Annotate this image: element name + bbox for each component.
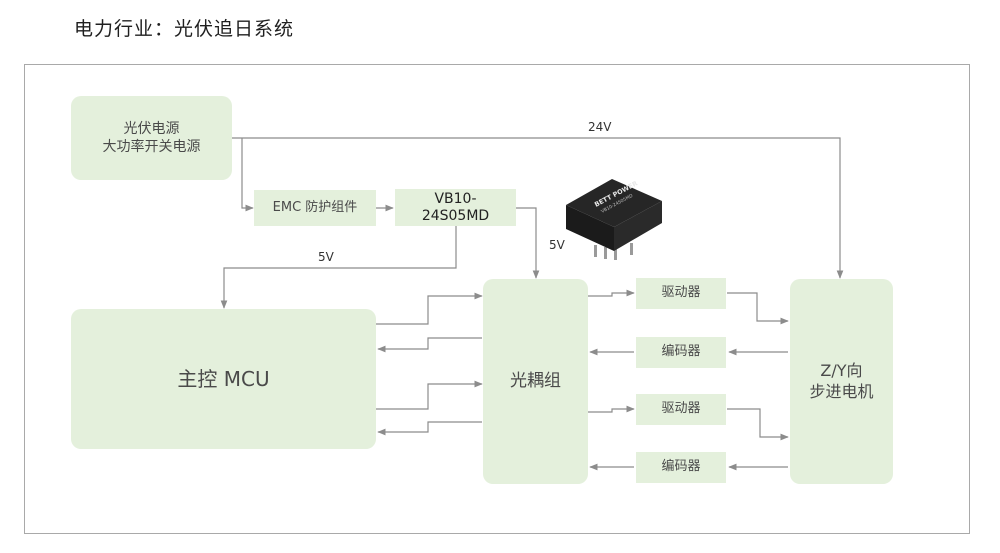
optocoupler-block: 光耦组 [483, 279, 588, 484]
label-5v-right: 5V [549, 238, 565, 252]
line-opto-to-mcu-2 [377, 421, 482, 436]
pv-supply-line2: 大功率开关电源 [102, 139, 201, 155]
vb-line1: VB10- [434, 191, 477, 208]
encoder-1-label: 编码器 [661, 344, 701, 360]
line-opto-to-mcu-1 [377, 337, 482, 353]
line-opto-to-driver-1 [588, 289, 635, 297]
line-24v [232, 137, 844, 279]
mcu-label: 主控 MCU [177, 367, 270, 391]
emc-label: EMC 防护组件 [272, 199, 358, 215]
vb-line2: 24S05MD [421, 207, 490, 224]
main-mcu-block: 主控 MCU [71, 309, 376, 449]
driver-2-label: 驱动器 [661, 401, 701, 417]
label-24v: 24V [588, 120, 612, 134]
driver-1-label: 驱动器 [661, 285, 701, 301]
encoder-2-label: 编码器 [661, 459, 701, 475]
driver-block-2: 驱动器 [636, 394, 726, 425]
encoder-block-1: 编码器 [636, 337, 726, 368]
vb10-module-photo: BETT POWER VB10-24S05MD [560, 165, 666, 261]
line-driver1-to-motor [727, 292, 789, 325]
line-mcu-to-opto-1 [376, 292, 483, 325]
line-opto-to-driver-2 [588, 405, 635, 413]
vb10-module-block: VB10- 24S05MD [395, 189, 516, 226]
pv-power-supply-block: 光伏电源 大功率开关电源 [71, 96, 232, 180]
stepper-motor-block: Z/Y向 步进电机 [790, 279, 893, 484]
motor-line1: Z/Y向 [820, 360, 863, 380]
pv-supply-line1: 光伏电源 [123, 120, 180, 137]
line-vb-to-opto [516, 207, 540, 279]
driver-block-1: 驱动器 [636, 278, 726, 309]
line-driver2-to-motor [727, 408, 789, 441]
line-vb-to-mcu [220, 226, 457, 309]
optocoupler-label: 光耦组 [510, 371, 561, 392]
label-5v-left: 5V [318, 250, 334, 264]
motor-line2: 步进电机 [809, 381, 874, 401]
line-mcu-to-opto-2 [376, 380, 483, 410]
line-pv-to-emc [241, 138, 254, 212]
page-title: 电力行业：光伏追日系统 [74, 18, 295, 40]
diagram-frame [24, 64, 970, 534]
emc-protection-block: EMC 防护组件 [254, 190, 376, 226]
encoder-block-2: 编码器 [636, 452, 726, 483]
